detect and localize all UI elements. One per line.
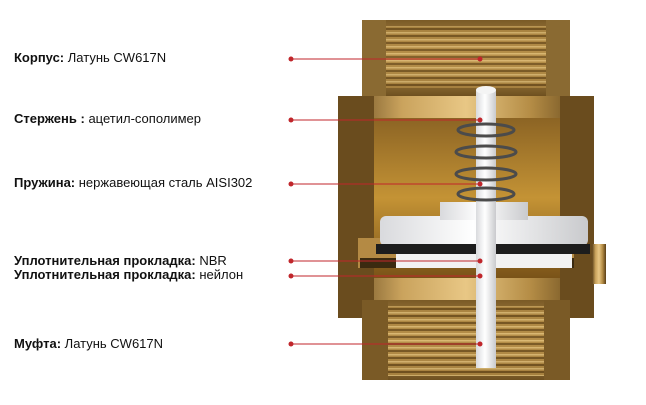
label-body: Корпус: Латунь CW617N	[14, 51, 166, 65]
label-seal-nylon: Уплотнительная прокладка: нейлон	[14, 268, 243, 282]
label-body-name: Корпус:	[14, 50, 65, 65]
label-seal-nbr-value: NBR	[199, 253, 227, 268]
label-coupling: Муфта: Латунь CW617N	[14, 337, 163, 351]
label-coupling-name: Муфта:	[14, 336, 62, 351]
label-body-value: Латунь CW617N	[67, 50, 167, 65]
label-seal-nylon-name: Уплотнительная прокладка:	[14, 267, 196, 282]
label-spring: Пружина: нержавеющая сталь AISI302	[14, 176, 252, 190]
label-spring-value: нержавеющая сталь AISI302	[78, 175, 253, 190]
label-seal-nbr: Уплотнительная прокладка: NBR	[14, 254, 227, 268]
label-stem: Стержень : ацетил-сополимер	[14, 112, 201, 126]
label-stem-value: ацетил-сополимер	[88, 111, 202, 126]
label-spring-name: Пружина:	[14, 175, 76, 190]
label-seal-nylon-value: нейлон	[199, 267, 244, 282]
label-seal-nbr-name: Уплотнительная прокладка:	[14, 253, 196, 268]
label-coupling-value: Латунь CW617N	[64, 336, 164, 351]
label-stem-name: Стержень :	[14, 111, 85, 126]
